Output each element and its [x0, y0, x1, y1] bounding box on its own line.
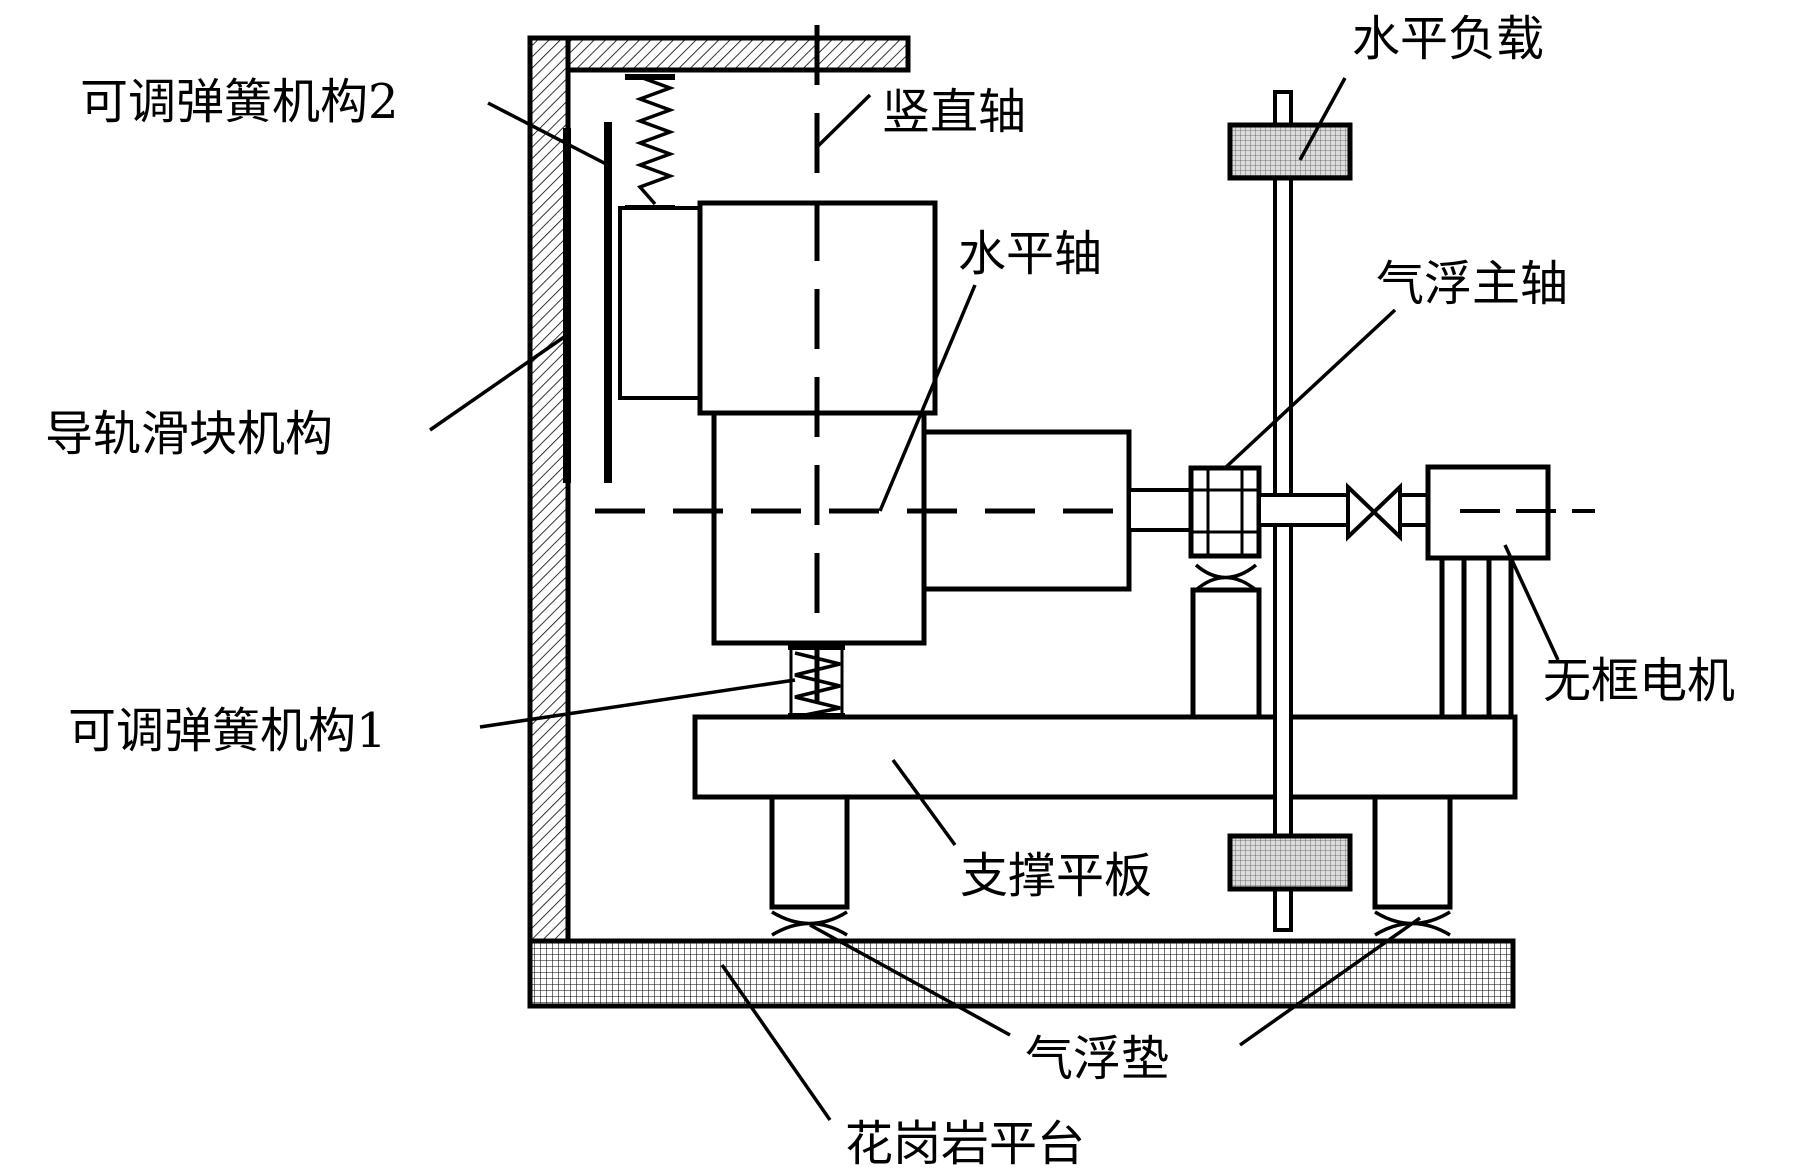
support-leg-right — [1372, 794, 1453, 910]
frame-left-column — [527, 35, 571, 944]
leader-lines — [429, 77, 1560, 1122]
motor-shaft — [1257, 493, 1351, 527]
granite-platform — [527, 938, 1516, 1009]
horizontal-load-top — [1227, 122, 1353, 181]
label-support-plate: 支撑平板 — [960, 848, 1152, 904]
label-granite-platform: 花岗岩平台 — [845, 1116, 1085, 1172]
spring-2 — [625, 74, 676, 211]
air-spindle-body — [1188, 465, 1262, 559]
spring-1 — [788, 644, 845, 719]
label-guide-rail: 导轨滑块机构 — [45, 406, 333, 462]
label-spring-2: 可调弹簧机构2 — [80, 74, 399, 130]
motor-support-right — [1486, 555, 1514, 720]
support-plate — [692, 714, 1518, 800]
label-frameless-motor: 无框电机 — [1543, 653, 1735, 709]
coupling — [1346, 482, 1402, 542]
motor-support-left — [1439, 555, 1467, 720]
support-leg-left — [769, 794, 850, 910]
spindle-support-post — [1190, 587, 1262, 720]
slider-block — [618, 206, 702, 400]
horizontal-load-bottom — [1227, 833, 1353, 892]
label-vertical-axis: 竖直轴 — [882, 84, 1026, 140]
frame-top-arm — [565, 35, 911, 73]
shaft-extension — [1127, 488, 1193, 532]
label-horizontal-axis: 水平轴 — [958, 226, 1102, 282]
label-air-spindle: 气浮主轴 — [1376, 256, 1568, 312]
label-air-pad: 气浮垫 — [1025, 1031, 1169, 1087]
label-spring-1: 可调弹簧机构1 — [68, 703, 387, 759]
label-horizontal-load: 水平负载 — [1352, 11, 1544, 67]
